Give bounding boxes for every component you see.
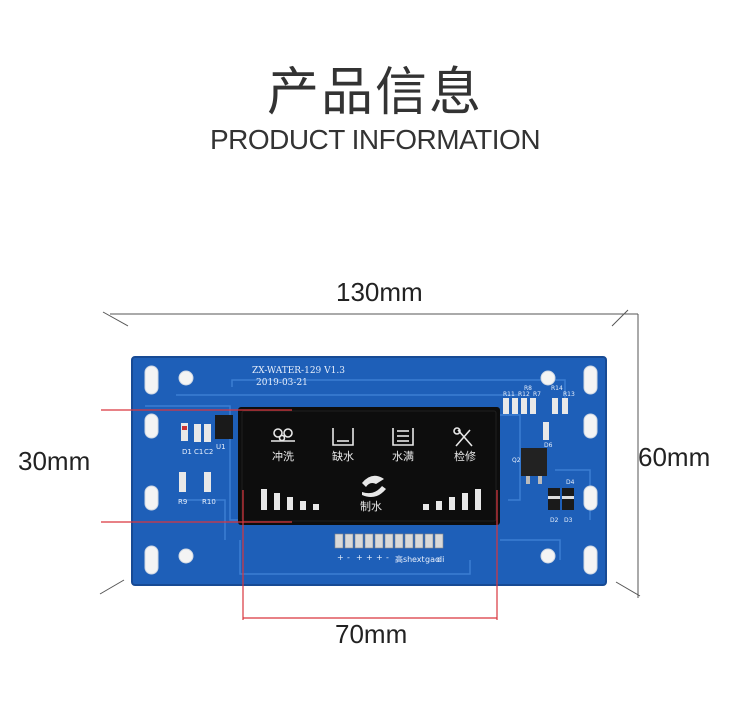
silk-r12: R12 bbox=[518, 391, 530, 398]
connector-labels: + - + + + - 高 sh ext gao di bbox=[337, 553, 444, 564]
silk-r14: R14 bbox=[551, 385, 563, 392]
silk-r9: R9 bbox=[178, 498, 187, 506]
right-components: R11 R12 R8 R7 R14 R13 D6 Q2 D4 D2 D3 bbox=[503, 385, 575, 524]
dimension-height-label: 60mm bbox=[638, 442, 711, 472]
flush-icon bbox=[271, 428, 295, 442]
connector-label-6: - bbox=[386, 553, 389, 562]
display-panel bbox=[238, 407, 500, 525]
level-bars-left bbox=[261, 489, 319, 510]
dimension-lines bbox=[99, 309, 641, 598]
connector-header bbox=[334, 533, 444, 549]
silk-r8: R8 bbox=[524, 385, 532, 392]
connector-label-3: + bbox=[356, 553, 363, 562]
pcb-model-text: ZX-WATER-129 V1.3 bbox=[252, 366, 345, 376]
connector-label-5: + bbox=[376, 553, 383, 562]
display-label-water-shortage: 缺水 bbox=[332, 449, 354, 463]
silk-d6: D6 bbox=[544, 442, 553, 449]
silk-d1: D1 bbox=[182, 448, 192, 456]
left-components: D1 C1 C2 U1 R9 R10 bbox=[178, 415, 233, 506]
silk-c2: C2 bbox=[204, 448, 213, 456]
silk-d3: D3 bbox=[564, 517, 573, 524]
dimension-display-width-label: 70mm bbox=[335, 619, 408, 649]
silk-c1: C1 bbox=[194, 448, 203, 456]
maintenance-tools-icon bbox=[453, 427, 473, 447]
connector-label-11: di bbox=[437, 555, 444, 564]
mounting-holes bbox=[144, 365, 598, 575]
connector-label-1: + bbox=[337, 553, 344, 562]
silk-u1: U1 bbox=[216, 443, 226, 451]
dimension-display-height-label: 30mm bbox=[18, 446, 91, 476]
display-label-water-full: 水满 bbox=[392, 450, 414, 463]
connector-label-9: ext bbox=[412, 555, 425, 564]
pcb-traces bbox=[145, 379, 591, 575]
connector-label-4: + bbox=[366, 553, 373, 562]
red-measure-lines bbox=[101, 409, 498, 620]
pcb-date-text: 2019-03-21 bbox=[256, 378, 308, 388]
silk-r11: R11 bbox=[503, 391, 515, 398]
silk-q2: Q2 bbox=[512, 457, 521, 464]
display-label-flush: 冲洗 bbox=[272, 449, 294, 463]
connector-label-10: gao bbox=[425, 555, 440, 564]
connector-label-7: 高 bbox=[395, 554, 403, 564]
display-icons bbox=[271, 427, 473, 447]
page-title-cn: 产品信息 bbox=[266, 63, 483, 123]
page-title-en: PRODUCT INFORMATION bbox=[209, 124, 541, 155]
level-bars-right bbox=[423, 489, 481, 510]
connector-label-8: sh bbox=[403, 555, 412, 564]
water-production-logo-icon bbox=[362, 475, 386, 497]
silk-d2: D2 bbox=[550, 517, 559, 524]
dimension-width-label: 130mm bbox=[336, 277, 423, 307]
display-label-water-production: 制水 bbox=[360, 500, 382, 513]
silk-r7: R7 bbox=[533, 391, 541, 398]
water-full-icon bbox=[392, 428, 414, 446]
water-shortage-icon bbox=[332, 428, 354, 446]
display-label-maintenance: 检修 bbox=[454, 449, 476, 463]
silk-r13: R13 bbox=[563, 391, 575, 398]
silk-r10: R10 bbox=[202, 498, 216, 506]
silk-d4: D4 bbox=[566, 479, 575, 486]
connector-label-2: - bbox=[347, 553, 350, 562]
